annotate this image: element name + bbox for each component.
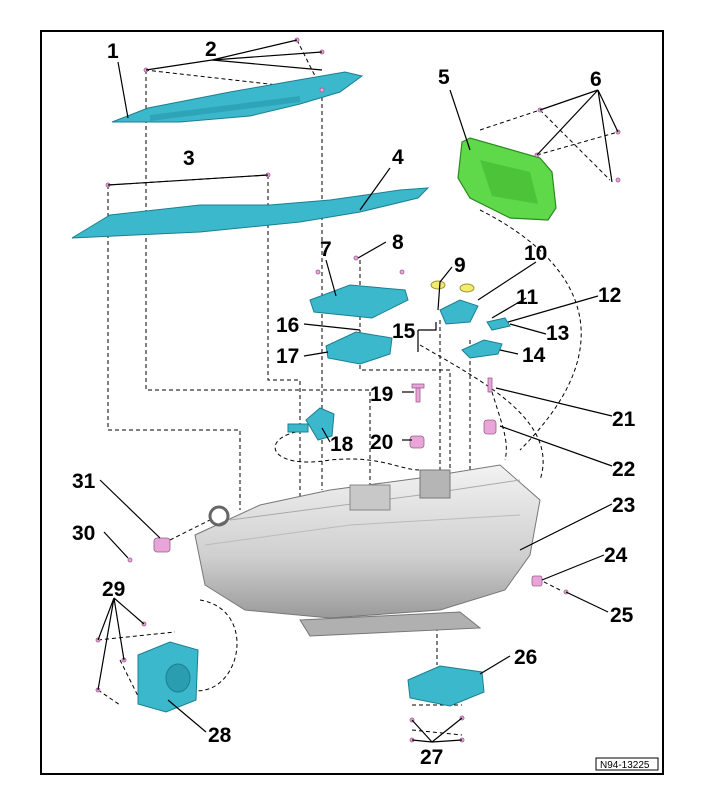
callout-6: 6 bbox=[590, 68, 602, 91]
reference-code: N94-13225 bbox=[600, 760, 650, 771]
diagram-frame bbox=[40, 30, 664, 775]
callout-5: 5 bbox=[438, 66, 450, 89]
callout-26: 26 bbox=[514, 646, 537, 669]
cover-cap-28 bbox=[137, 641, 199, 713]
callout-25: 25 bbox=[610, 604, 634, 627]
upper-trim-strip bbox=[111, 71, 364, 123]
callout-15: 15 bbox=[392, 320, 416, 343]
callout-28: 28 bbox=[208, 724, 232, 747]
callout-21: 21 bbox=[612, 408, 636, 431]
callout-29: 29 bbox=[102, 578, 125, 601]
module-13 bbox=[486, 317, 511, 331]
callout-4: 4 bbox=[392, 146, 404, 169]
bulb-socket-18 bbox=[287, 407, 335, 441]
callout-27: 27 bbox=[420, 746, 443, 769]
callout-17: 17 bbox=[276, 345, 299, 368]
callout-19: 19 bbox=[370, 383, 393, 406]
callout-9: 9 bbox=[454, 254, 466, 277]
ballast-26 bbox=[407, 665, 485, 707]
callout-16: 16 bbox=[276, 314, 299, 337]
module-14 bbox=[461, 339, 503, 359]
callout-numbers: 1 2 3 4 5 6 7 8 9 10 11 12 13 14 15 16 1… bbox=[72, 38, 636, 769]
leader-lines bbox=[97, 39, 619, 743]
lower-trim-strip bbox=[71, 187, 430, 239]
module-17 bbox=[325, 331, 393, 365]
reference-box: N94-13225 bbox=[595, 757, 659, 771]
module-10 bbox=[439, 299, 479, 325]
callout-1: 1 bbox=[107, 40, 119, 63]
callout-31: 31 bbox=[72, 470, 96, 493]
callout-20: 20 bbox=[370, 431, 393, 454]
callout-23: 23 bbox=[612, 494, 635, 517]
callout-13: 13 bbox=[546, 322, 569, 345]
caps-9 bbox=[430, 280, 475, 293]
callout-11: 11 bbox=[516, 286, 539, 309]
callout-2: 2 bbox=[205, 38, 217, 61]
callout-10: 10 bbox=[524, 242, 547, 265]
mounting-bracket bbox=[457, 137, 557, 221]
headlight-housing bbox=[194, 464, 541, 637]
callout-7: 7 bbox=[320, 238, 332, 261]
callout-24: 24 bbox=[604, 544, 628, 567]
callout-12: 12 bbox=[598, 284, 621, 307]
callout-8: 8 bbox=[392, 231, 404, 254]
callout-22: 22 bbox=[612, 458, 635, 481]
callout-14: 14 bbox=[522, 344, 546, 367]
callout-30: 30 bbox=[72, 522, 95, 545]
callout-18: 18 bbox=[330, 433, 354, 456]
callout-3: 3 bbox=[183, 147, 195, 170]
control-unit-7 bbox=[309, 284, 409, 319]
